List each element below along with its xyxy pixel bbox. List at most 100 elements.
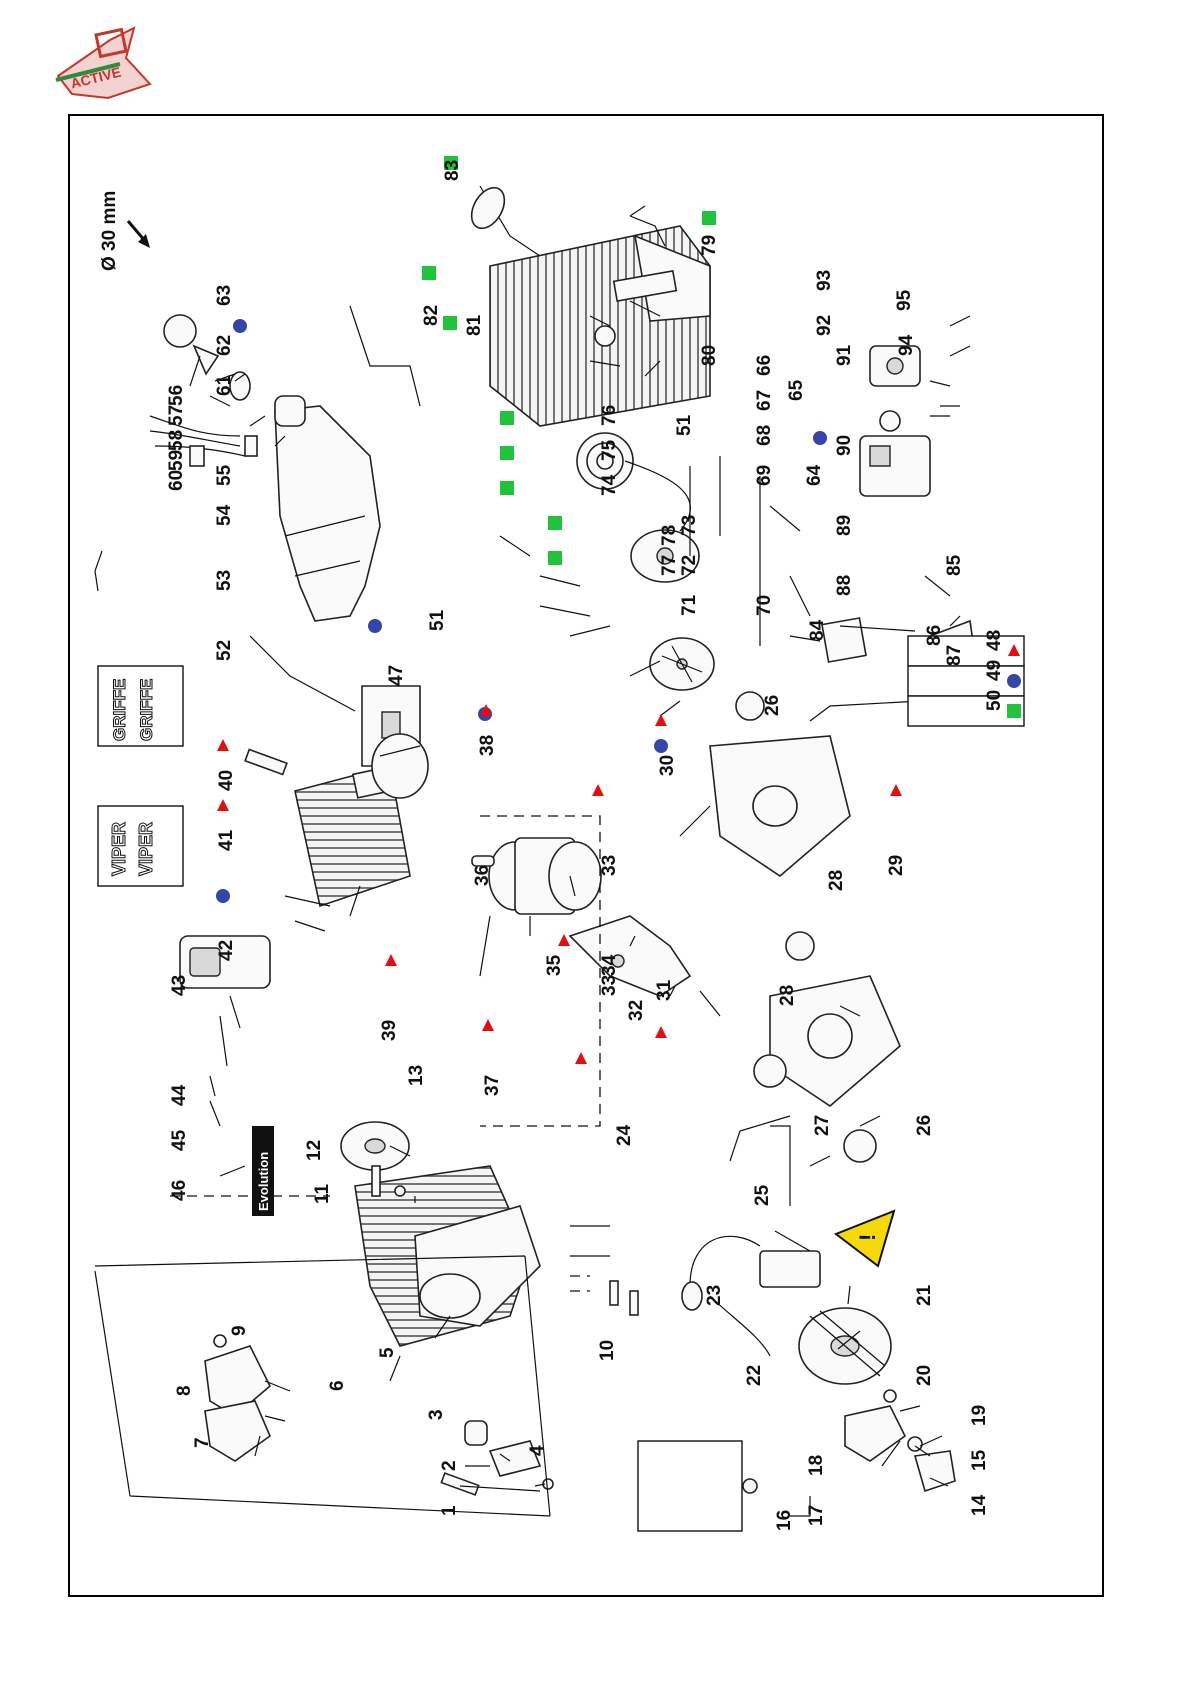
fuel-hoses-drawing <box>149 415 258 467</box>
part-number: 74 <box>599 474 620 496</box>
part-number: 51 <box>427 609 448 631</box>
svg-text:!: ! <box>855 1234 880 1241</box>
legend-ref-48: 48 <box>984 630 1005 651</box>
svg-text:GRIFFE: GRIFFE <box>110 679 129 741</box>
fuel-cap-drawing <box>163 314 251 401</box>
part-number: 46 <box>169 1180 190 1201</box>
part-number: 4 <box>527 1445 548 1456</box>
exploded-view: 48 49 50 VIPER VIPER GRIFFE GRIFFE Evolu… <box>94 156 1025 1532</box>
part-number: 13 <box>406 1065 427 1086</box>
part-number: 90 <box>834 435 855 456</box>
part-number: 18 <box>806 1455 827 1476</box>
part-number: 22 <box>744 1365 765 1386</box>
part-number: 33 <box>599 975 620 996</box>
part-number: 65 <box>786 379 807 401</box>
part-number: 69 <box>754 465 775 486</box>
svg-text:Ø 30 mm: Ø 30 mm <box>99 191 120 271</box>
part-number: 17 <box>806 1505 827 1526</box>
part-number: 45 <box>169 1129 190 1151</box>
decal-griffe: GRIFFE GRIFFE <box>97 665 184 747</box>
warning-icon: ! <box>833 1209 896 1268</box>
flywheel-plate-drawing <box>649 637 715 691</box>
part-number: 60 <box>166 470 187 491</box>
part-number: 87 <box>944 645 965 666</box>
flywheel-drawing <box>798 1307 892 1385</box>
part-number: 62 <box>214 335 235 356</box>
part-number: 5 <box>377 1347 398 1358</box>
part-number: 35 <box>544 954 565 976</box>
part-number: 29 <box>886 855 907 876</box>
part-number: 63 <box>214 285 235 306</box>
part-number: 47 <box>386 665 407 686</box>
svg-text:VIPER: VIPER <box>136 822 156 876</box>
legend-ref-50: 50 <box>984 690 1005 711</box>
heat-shield-drawing <box>204 1345 271 1462</box>
clutch-drum-drawing <box>340 1121 410 1197</box>
part-number: 82 <box>421 305 442 326</box>
part-number: 2 <box>439 1460 460 1471</box>
part-number: 64 <box>804 464 825 486</box>
part-number: 53 <box>214 570 235 591</box>
part-number: 32 <box>626 1000 647 1021</box>
part-number: 27 <box>812 1115 833 1136</box>
part-number: 39 <box>379 1020 400 1041</box>
part-number: 37 <box>482 1075 503 1096</box>
part-number: 52 <box>214 640 235 661</box>
part-number: 78 <box>659 525 680 546</box>
part-number: 44 <box>169 1084 190 1106</box>
part-number: 23 <box>704 1285 725 1306</box>
legend-box: 48 49 50 <box>907 630 1025 727</box>
part-number: 24 <box>614 1124 635 1146</box>
part-number: 12 <box>304 1140 325 1161</box>
part-number: 59 <box>166 450 187 471</box>
kit-box-92 <box>637 1440 743 1532</box>
part-number: 95 <box>894 289 915 311</box>
part-number: 76 <box>599 405 620 426</box>
spark-plug-drawing <box>244 748 288 776</box>
part-number: 91 <box>834 344 855 366</box>
carburetor-drawing <box>859 345 931 497</box>
cylinder-drawing <box>294 733 429 908</box>
active-logo: ACTIVE <box>55 26 152 100</box>
part-number: 73 <box>679 515 700 536</box>
part-number: 30 <box>657 755 678 776</box>
part-number: 94 <box>896 334 917 356</box>
part-numbers: 1 2 3 4 5 6 7 8 9 10 11 12 13 14 15 16 1… <box>166 160 990 1531</box>
part-number: 11 <box>312 1183 333 1204</box>
part-number: 42 <box>216 940 237 961</box>
part-number: 72 <box>679 555 700 576</box>
part-number: 7 <box>192 1437 213 1448</box>
part-number: 19 <box>969 1405 990 1426</box>
part-number: 55 <box>214 464 235 486</box>
part-number: 75 <box>599 439 620 461</box>
part-number: 25 <box>752 1184 773 1206</box>
part-number: 20 <box>914 1365 935 1386</box>
part-number: 43 <box>169 975 190 996</box>
part-number: 68 <box>754 425 775 446</box>
part-number: 31 <box>654 979 675 1001</box>
svg-text:VIPER: VIPER <box>109 822 129 876</box>
piston-drawing <box>471 837 602 915</box>
part-number: 56 <box>166 385 187 406</box>
part-number: 81 <box>464 314 485 336</box>
part-number: 14 <box>969 1494 990 1516</box>
part-number: 54 <box>214 504 235 526</box>
legend-triangle-marker <box>1008 644 1020 656</box>
part-number: 84 <box>807 619 828 641</box>
ignition-coil-drawing <box>681 1235 821 1357</box>
part-number: 28 <box>777 985 798 1006</box>
part-number: 21 <box>914 1284 935 1306</box>
markers <box>216 156 902 1064</box>
part-number: 38 <box>477 735 498 756</box>
part-number: 80 <box>699 345 720 366</box>
part-number: 8 <box>174 1385 195 1396</box>
part-number: 10 <box>597 1340 618 1361</box>
part-number: 86 <box>924 625 945 646</box>
evolution-badge: Evolution <box>252 1126 274 1216</box>
muffler-drawing <box>179 935 271 989</box>
part-number: 77 <box>659 555 680 576</box>
fuel-tank-drawing <box>274 395 381 622</box>
part-number: 9 <box>229 1325 250 1336</box>
main-housing-drawing <box>354 1165 541 1347</box>
part-number: 61 <box>214 374 235 396</box>
